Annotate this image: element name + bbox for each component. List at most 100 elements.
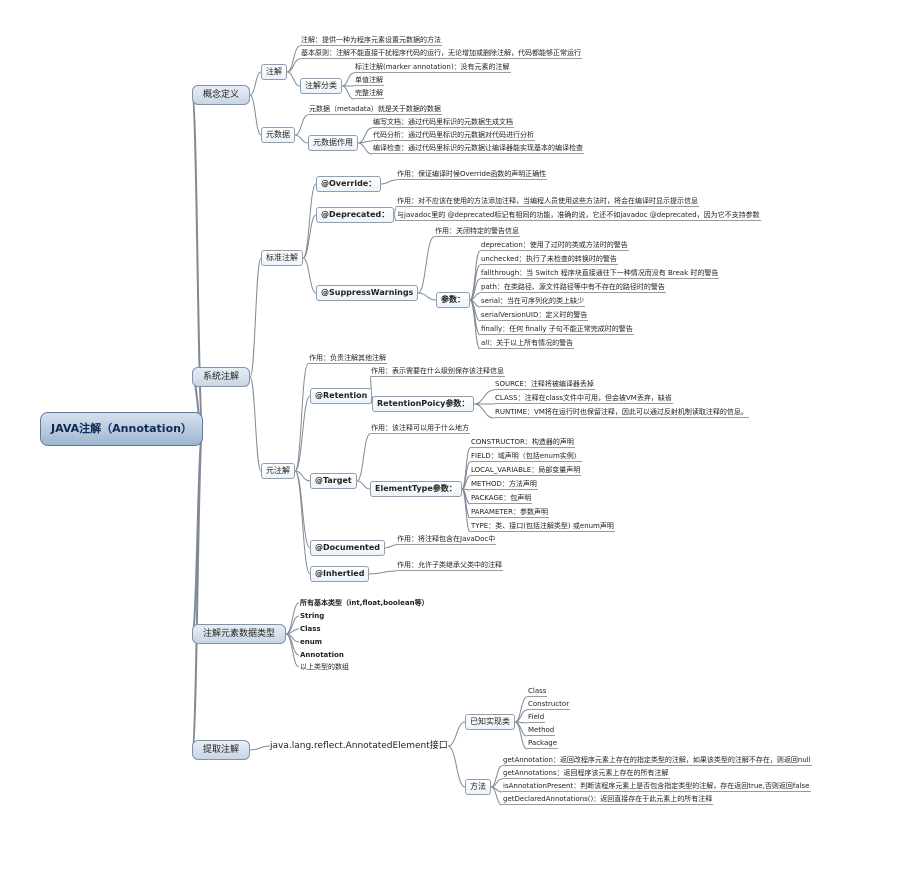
node-suppress[interactable]: @SuppressWarnings xyxy=(316,285,419,301)
classify-item-0: 标注注解(marker annotation)：没有元素的注解 xyxy=(354,63,511,73)
connector xyxy=(384,544,397,549)
node-meta[interactable]: 元注解 xyxy=(261,463,295,479)
annotation-principle: 基本原则：注解不能直接干扰程序代码的运行，无论增加或删除注解，代码都能够正常运行 xyxy=(300,49,582,59)
connector xyxy=(380,179,397,185)
etype-item-1: FIELD：域声明（包括enum实例） xyxy=(470,452,582,462)
connector xyxy=(447,721,466,747)
inherited-desc: 作用：允许子类继承父类中的注释 xyxy=(396,561,503,571)
connector xyxy=(249,71,262,96)
method-item-1: getAnnotations：返回程序该元素上存在的所有注解 xyxy=(502,769,670,779)
connector xyxy=(294,470,311,549)
override-desc: 作用：保证编译时候Override函数的声明正确性 xyxy=(396,170,548,180)
metadata-def: 元数据（metadata）就是关于数据的数据 xyxy=(308,105,442,115)
node-metadata[interactable]: 元数据 xyxy=(261,127,295,143)
connector xyxy=(286,71,301,87)
connector xyxy=(356,480,371,490)
connector xyxy=(294,470,311,482)
method-item-2: isAnnotationPresent：判断该程序元素上是否包含指定类型的注解，… xyxy=(502,782,811,792)
type-item-5: 以上类型的数组 xyxy=(300,663,349,671)
connector xyxy=(302,183,317,259)
connector xyxy=(302,257,317,294)
type-item-0: 所有基本类型（int,float,boolean等） xyxy=(300,599,429,607)
suppress-param-5: serialVersionUID：定义时的警告 xyxy=(480,311,589,321)
type-item-4: Annotation xyxy=(300,651,344,659)
node-deprecated[interactable]: @Deprecated： xyxy=(316,207,395,223)
node-methods[interactable]: 方法 xyxy=(465,779,491,795)
suppress-param-1: unchecked：执行了未检查的转换时的警告 xyxy=(480,255,618,265)
connector xyxy=(302,214,317,259)
connector xyxy=(469,250,481,301)
connector xyxy=(249,94,262,136)
policy-item-2: RUNTIME：VM将在运行时也保留注释，因此可以通过反射机制读取注释的信息。 xyxy=(494,408,749,418)
node-annotation-classify[interactable]: 注解分类 xyxy=(300,78,342,94)
node-concept[interactable]: 概念定义 xyxy=(192,85,251,105)
node-target[interactable]: @Target xyxy=(310,473,357,489)
connector xyxy=(191,428,204,751)
connector xyxy=(514,696,528,723)
connector xyxy=(294,114,309,136)
connector xyxy=(294,363,309,472)
connector xyxy=(356,433,371,482)
connector xyxy=(285,633,300,668)
type-item-3: enum xyxy=(300,638,323,646)
node-override[interactable]: @Override： xyxy=(316,176,382,192)
connector xyxy=(469,299,481,350)
node-metadata-usage[interactable]: 元数据作用 xyxy=(308,135,358,151)
connector xyxy=(368,570,397,575)
node-annotation[interactable]: 注解 xyxy=(261,64,287,80)
node-suppress-params[interactable]: 参数： xyxy=(436,292,470,308)
suppress-desc: 作用：关闭特定的警告信息 xyxy=(434,227,520,237)
suppress-param-2: fallthrough：当 Switch 程序块直接通往下一种情况而没有 Bre… xyxy=(480,269,720,279)
type-item-1: String xyxy=(300,612,325,620)
etype-item-5: PARAMETER：参数声明 xyxy=(470,508,549,518)
connector xyxy=(191,94,204,430)
impl-item-1: Constructor xyxy=(527,700,571,710)
suppress-param-3: path：在类路径、源文件路径等中有不存在的路径时的警告 xyxy=(480,283,666,293)
node-system[interactable]: 系统注解 xyxy=(192,367,251,387)
classify-item-1: 单值注解 xyxy=(354,76,384,86)
suppress-param-6: finally：任何 finally 子句不能正常完成时的警告 xyxy=(480,325,634,335)
impl-item-2: Field xyxy=(527,713,546,723)
node-extract[interactable]: 提取注解 xyxy=(192,740,251,760)
etype-item-6: TYPE：类、接口(包括注解类型) 或enum声明 xyxy=(470,522,615,532)
connector xyxy=(286,45,301,73)
node-documented[interactable]: @Documented xyxy=(310,540,386,556)
connector xyxy=(249,376,262,472)
documented-desc: 作用：将注释包含在JavaDoc中 xyxy=(396,535,497,545)
node-types[interactable]: 注解元素数据类型 xyxy=(192,624,287,644)
connector xyxy=(473,403,495,419)
impl-item-4: Package xyxy=(527,739,559,749)
type-item-2: Class xyxy=(300,625,321,633)
deprecated-desc-1: 作用：对不应该在使用的方法添加注释，当编程人员使用这些方法时，将会在编译时显示提… xyxy=(396,197,699,207)
connector xyxy=(514,721,528,750)
node-standard[interactable]: 标准注解 xyxy=(261,250,303,266)
policy-item-1: CLASS：注释在class文件中可用，但会被VM丢弃，缺省 xyxy=(494,394,673,404)
connector xyxy=(341,72,355,87)
usage-item-2: 编译检查：通过代码里标识的元数据让编译器能实现基本的编译检查 xyxy=(372,144,584,154)
connector xyxy=(490,786,503,806)
impl-item-3: Method xyxy=(527,726,556,736)
connector xyxy=(461,488,471,533)
connector xyxy=(294,395,311,472)
connector xyxy=(249,257,262,378)
method-item-3: getDeclaredAnnotations()：返回直接存在于此元素上的所有注… xyxy=(502,795,714,805)
annotation-def: 注解：提供一种为程序元素设置元数据的方法 xyxy=(300,36,442,46)
method-item-0: getAnnotation：返回改程序元素上存在的指定类型的注解，如果该类型的注… xyxy=(502,756,812,766)
node-inherited[interactable]: @Inhertied xyxy=(310,566,370,582)
etype-item-0: CONSTRUCTOR：构造器的声明 xyxy=(470,438,575,448)
node-retention[interactable]: @Retention xyxy=(310,388,373,404)
suppress-param-7: all：关于以上所有情况的警告 xyxy=(480,339,575,349)
meta-desc: 作用：负责注解其他注解 xyxy=(308,354,387,364)
node-retention-policy[interactable]: RetentionPoicy参数： xyxy=(372,396,475,412)
node-annotated-element-interface[interactable]: java.lang.reflect.AnnotatedElement接口 xyxy=(270,741,448,751)
suppress-param-0: deprecation：使用了过时的类或方法时的警告 xyxy=(480,241,629,251)
classify-item-2: 完整注解 xyxy=(354,89,384,99)
retention-desc: 作用：表示需要在什么级别保存该注释信息 xyxy=(370,367,505,377)
etype-item-4: PACKAGE：包声明 xyxy=(470,494,533,504)
connector xyxy=(447,745,466,788)
connector xyxy=(286,58,301,73)
etype-item-2: LOCAL_VARIABLE：局部变量声明 xyxy=(470,466,582,476)
node-element-type[interactable]: ElementType参数： xyxy=(370,481,462,497)
node-impl-classes[interactable]: 已知实现类 xyxy=(465,714,515,730)
root-node[interactable]: JAVA注解（Annotation） xyxy=(40,412,203,446)
